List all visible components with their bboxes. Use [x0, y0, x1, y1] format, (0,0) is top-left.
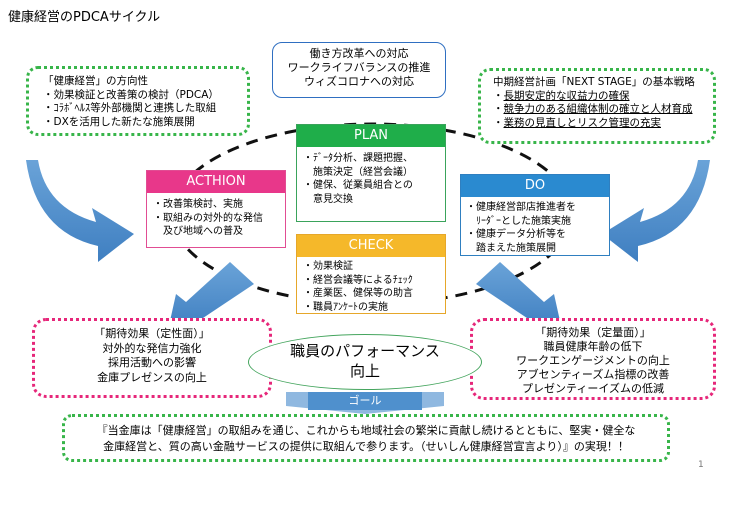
direction-line: ・DXを活用した新たな施策展開 — [43, 115, 195, 128]
check-line: ・職員ｱﾝｹｰﾄの実施 — [303, 301, 388, 313]
left-down-arrow — [26, 160, 134, 262]
performance-ellipse: 職員のパフォーマンス 向上 — [248, 334, 482, 390]
quantitative-line: アブセンティーズム指標の改善 — [516, 368, 670, 381]
check-header: CHECK — [297, 235, 445, 257]
performance-line: 職員のパフォーマンス — [290, 342, 440, 360]
page-number: 1 — [698, 460, 704, 470]
workstyle-line: ワークライフバランスの推進 — [287, 61, 431, 74]
goal-statement-box: 『当金庫は「健康経営」の取組みを通じ、これからも地域社会の繁栄に貢献し続けるとと… — [62, 414, 670, 462]
direction-box: 「健康経営」の方向性 ・効果検証と改善策の検討（PDCA） ・ｺﾗﾎﾞﾍﾙｽ等外… — [26, 66, 250, 136]
qualitative-line: 対外的な発信力強化 — [102, 341, 202, 355]
quantitative-line: 「期待効果（定量面）」 — [535, 326, 651, 339]
plan-line: 意見交換 — [303, 193, 353, 205]
goal-line: 金庫経営と、質の高い金融サービスの提供に取組んで参ります。（せいしん健康経営宣言… — [103, 440, 629, 453]
page-title: 健康経営のPDCAサイクル — [8, 10, 161, 25]
check-line: ・経営会議等によるﾁｪｯｸ — [303, 274, 413, 286]
strategy-item: ・競争力のある組織体制の確立と人材育成 — [493, 103, 693, 115]
quantitative-line: プレゼンティーイズムの低減 — [521, 382, 664, 395]
quantitative-line: 職員健康年齢の低下 — [543, 340, 643, 353]
lower-right-arrow — [476, 262, 562, 330]
performance-line: 向上 — [349, 362, 380, 380]
qualitative-line: 「期待効果（定性面）」 — [94, 327, 210, 340]
strategy-box: 中期経営計画「NEXT STAGE」の基本戦略 ・長期安定的な収益力の確保 ・競… — [478, 68, 716, 144]
workstyle-box: 働き方改革への対応 ワークライフバランスの推進 ウィズコロナへの対応 — [272, 42, 446, 98]
goal-label: ゴール — [308, 392, 422, 410]
qualitative-line: 金庫プレゼンスの向上 — [97, 370, 207, 384]
plan-header: PLAN — [297, 125, 445, 147]
do-line: 踏まえた施策展開 — [466, 242, 556, 254]
plan-line: ・ﾃﾞｰﾀ分析、課題把握、 — [303, 153, 413, 164]
qualitative-line: 採用活動への影響 — [108, 356, 196, 369]
action-header: ACTHION — [147, 171, 285, 193]
direction-line: ・ｺﾗﾎﾞﾍﾙｽ等外部機関と連携した取組 — [43, 102, 217, 114]
strategy-item: ・業務の見直しとリスク管理の充実 — [493, 116, 661, 129]
do-line: ﾘｰﾀﾞｰとした施策実施 — [466, 215, 571, 227]
lower-left-arrow — [168, 262, 254, 330]
action-line: ・改善策検討、実施 — [153, 199, 243, 210]
do-line: ・健康データ分析等を — [466, 229, 566, 240]
do-box: DO ・健康経営部店推進者を ﾘｰﾀﾞｰとした施策実施 ・健康データ分析等を 踏… — [460, 174, 610, 256]
quantitative-line: ワークエンゲージメントの向上 — [516, 354, 670, 367]
check-line: ・効果検証 — [303, 261, 353, 272]
action-line: ・取組みの対外的な発信 — [153, 212, 263, 224]
strategy-item: ・長期安定的な収益力の確保 — [493, 89, 630, 102]
action-box: ACTHION ・改善策検討、実施 ・取組みの対外的な発信 及び地域への普及 — [146, 170, 286, 248]
workstyle-line: 働き方改革への対応 — [309, 47, 409, 60]
do-header: DO — [461, 175, 609, 197]
check-line: ・産業医、健保等の助言 — [303, 288, 413, 299]
right-down-arrow — [602, 160, 710, 262]
strategy-heading: 中期経営計画「NEXT STAGE」の基本戦略 — [493, 76, 695, 88]
check-box: CHECK ・効果検証 ・経営会議等によるﾁｪｯｸ ・産業医、健保等の助言 ・職… — [296, 234, 446, 314]
direction-line: 「健康経営」の方向性 — [43, 75, 148, 87]
do-line: ・健康経営部店推進者を — [466, 202, 576, 213]
goal-line: 『当金庫は「健康経営」の取組みを通じ、これからも地域社会の繁栄に貢献し続けるとと… — [96, 424, 636, 437]
quantitative-effects-box: 「期待効果（定量面）」 職員健康年齢の低下 ワークエンゲージメントの向上 アブセ… — [470, 318, 716, 400]
action-line: 及び地域への普及 — [153, 226, 243, 237]
plan-line: ・健保、従業員組合との — [303, 180, 413, 191]
direction-line: ・効果検証と改善策の検討（PDCA） — [43, 88, 219, 101]
plan-box: PLAN ・ﾃﾞｰﾀ分析、課題把握、 施策決定（経営会議） ・健保、従業員組合と… — [296, 124, 446, 222]
workstyle-line: ウィズコロナへの対応 — [304, 75, 414, 88]
plan-line: 施策決定（経営会議） — [303, 166, 413, 178]
qualitative-effects-box: 「期待効果（定性面）」 対外的な発信力強化 採用活動への影響 金庫プレゼンスの向… — [32, 318, 272, 398]
